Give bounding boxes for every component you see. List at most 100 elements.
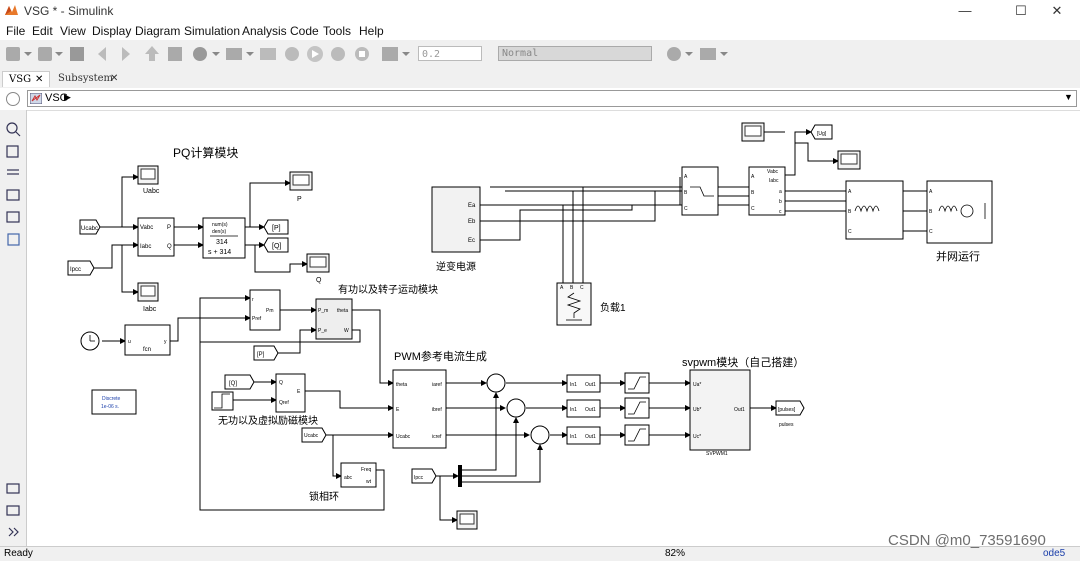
svpwm-name: SVPWM1 bbox=[706, 451, 728, 457]
grid-annotation: 并网运行 bbox=[936, 249, 980, 263]
pwm-ucabc: Ucabc bbox=[396, 434, 411, 440]
demux-block bbox=[458, 465, 462, 487]
ipcc-from-label: Ipcc bbox=[70, 267, 81, 273]
menu-file[interactable]: File bbox=[6, 24, 26, 38]
tab-subsystem[interactable]: Subsystem✕ bbox=[52, 71, 124, 87]
grid-b: B bbox=[929, 209, 933, 215]
left-palette bbox=[0, 110, 27, 546]
meas-b-in: B bbox=[751, 190, 755, 196]
close-icon[interactable]: ✕ bbox=[110, 73, 119, 84]
close-window-button[interactable]: ✕ bbox=[1051, 3, 1063, 18]
out1-c: Out1 bbox=[585, 434, 596, 440]
powergui-block bbox=[91, 389, 137, 415]
ug-tag: [Ug] bbox=[817, 131, 827, 137]
menu-analysis[interactable]: Analysis bbox=[242, 24, 287, 38]
tab-vsg[interactable]: VSG✕ bbox=[2, 71, 50, 87]
reactive-e: E bbox=[297, 389, 301, 395]
sv-ub: Ub* bbox=[693, 407, 701, 413]
ec-label: Ec bbox=[468, 238, 475, 244]
pll-wt: wt bbox=[366, 479, 372, 485]
menu-code[interactable]: Code bbox=[290, 24, 319, 38]
breadcrumb-model[interactable]: VSG bbox=[45, 92, 69, 104]
close-icon[interactable]: ✕ bbox=[35, 74, 44, 85]
status-bar: Ready 82% ode5 bbox=[0, 546, 1080, 561]
uabc-label: Uabc bbox=[143, 188, 160, 195]
pm-block bbox=[249, 289, 281, 331]
pq-calc-block bbox=[137, 217, 175, 257]
hide-browser-icon[interactable] bbox=[6, 92, 20, 106]
pll-block bbox=[340, 462, 377, 488]
fcn-block bbox=[124, 324, 171, 356]
block-diagram[interactable]: Uabc Iabc P Q [P] [Q] Ucabc Ipcc Vabc Ia… bbox=[27, 111, 1080, 546]
line-b: B bbox=[848, 209, 852, 215]
pll-annotation: 锁相环 bbox=[309, 490, 339, 503]
from-p-label: [P] bbox=[257, 352, 265, 358]
inverter-annotation: 逆变电源 bbox=[436, 260, 476, 273]
menu-display[interactable]: Display bbox=[92, 24, 132, 38]
tf-num: num(s) bbox=[212, 222, 228, 228]
eb-label: Eb bbox=[468, 219, 476, 225]
rot-pm: P_m bbox=[318, 308, 328, 314]
fcn-u: u bbox=[128, 339, 131, 345]
in1-c: In1 bbox=[570, 434, 577, 440]
pm-out: Pm bbox=[266, 308, 274, 314]
menu-simulation[interactable]: Simulation bbox=[184, 24, 241, 38]
menu-tools[interactable]: Tools bbox=[323, 24, 352, 38]
ea-label: Ea bbox=[468, 203, 476, 209]
pwm-e: E bbox=[396, 407, 400, 413]
reactive-annotation: 无功以及虚拟励磁模块 bbox=[218, 414, 318, 427]
pulses-name: pulses bbox=[779, 422, 794, 428]
menu-edit[interactable]: Edit bbox=[32, 24, 53, 38]
chevron-down-icon[interactable]: ▼ bbox=[1064, 92, 1073, 102]
fcn-label: fcn bbox=[143, 347, 151, 353]
brk-c: C bbox=[684, 206, 688, 212]
window-title: VSG * - Simulink bbox=[24, 4, 114, 18]
pwm-theta: theta bbox=[396, 382, 407, 388]
active-rotor-annotation: 有功以及转子运动模块 bbox=[338, 283, 438, 296]
pm-r: r bbox=[252, 297, 254, 303]
maximize-button[interactable]: ☐ bbox=[1015, 3, 1027, 18]
load-annotation: 负载1 bbox=[600, 301, 626, 314]
meas-iabc: Iabc bbox=[769, 178, 779, 184]
diagram-canvas[interactable]: Uabc Iabc P Q [P] [Q] Ucabc Ipcc Vabc Ia… bbox=[27, 111, 1080, 546]
ucabc-bottom: Ucabc bbox=[304, 433, 319, 439]
svpwm-block bbox=[689, 369, 751, 451]
pwm-iaref: iaref bbox=[432, 382, 442, 388]
line-c: C bbox=[848, 229, 852, 235]
pq-p: P bbox=[167, 225, 171, 231]
pq-calc-annotation: PQ计算模块 bbox=[173, 145, 238, 160]
simulation-mode-select[interactable]: Normal bbox=[498, 46, 652, 61]
p-label: P bbox=[297, 196, 302, 203]
breadcrumb[interactable]: VSG ▶ ▼ bbox=[27, 90, 1077, 107]
menu-view[interactable]: View bbox=[60, 24, 86, 38]
from-q-label: [Q] bbox=[229, 381, 237, 387]
sv-ua: Ua* bbox=[693, 382, 701, 388]
pll-abc: abc bbox=[344, 475, 353, 481]
menu-help[interactable]: Help bbox=[359, 24, 384, 38]
goto-q-label: [Q] bbox=[272, 243, 281, 250]
solver-name[interactable]: ode5 bbox=[1043, 548, 1066, 559]
simulink-logo-icon bbox=[5, 5, 18, 15]
rot-pe: P_e bbox=[318, 328, 327, 334]
pwm-ref-annotation: PWM参考电流生成 bbox=[394, 349, 487, 363]
powergui-line2: 1e-06 s. bbox=[101, 404, 119, 410]
in1-b: In1 bbox=[570, 407, 577, 413]
ucabc-from-label: Ucabc bbox=[81, 226, 98, 232]
from-ipcc-block bbox=[67, 260, 95, 276]
pwm-ibref: ibref bbox=[432, 407, 442, 413]
menu-diagram[interactable]: Diagram bbox=[135, 24, 181, 38]
minimize-button[interactable]: — bbox=[958, 3, 972, 18]
grid-source-block bbox=[926, 180, 993, 244]
pq-q: Q bbox=[167, 244, 172, 250]
fcn-y: y bbox=[164, 339, 167, 345]
toolbar-icons bbox=[6, 46, 728, 62]
stop-time-input[interactable]: 0.2 bbox=[418, 46, 482, 61]
inverter-source-block bbox=[431, 186, 481, 253]
line-a: A bbox=[848, 189, 852, 195]
pulses-tag: [pulses] bbox=[778, 407, 796, 413]
out1-a: Out1 bbox=[585, 382, 596, 388]
chevron-right-icon: ▶ bbox=[64, 92, 71, 102]
model-icon bbox=[30, 93, 42, 104]
reactive-qref: Qref bbox=[279, 400, 289, 406]
load-b: B bbox=[570, 285, 574, 291]
